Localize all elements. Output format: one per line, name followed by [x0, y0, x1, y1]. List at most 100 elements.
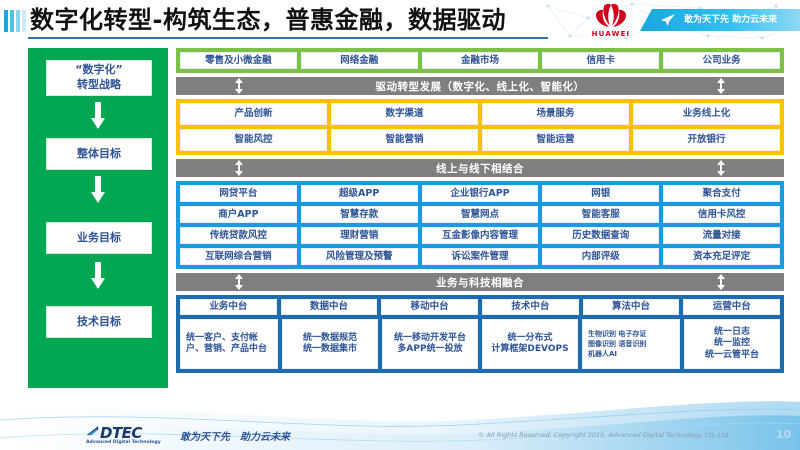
middle-platform-body-cell[interactable]: 统一分布式 计算框架DEVOPS — [482, 319, 578, 369]
business-line-cell[interactable]: 网络金融 — [300, 52, 418, 69]
online-offline-label: 网贷平台 — [219, 187, 258, 199]
transformation-cell[interactable]: 智能运营 — [482, 129, 629, 151]
business-line-label: 网络金融 — [340, 54, 379, 66]
middle-platform-body-label: 统一日志 统一监控 统一云管平台 — [704, 327, 759, 360]
middle-platform-header-cell[interactable]: 数据中台 — [280, 299, 378, 315]
transformation-label: 场景服务 — [536, 108, 575, 120]
transformation-cell[interactable]: 业务线上化 — [633, 103, 780, 125]
online-offline-label: 互联网综合营销 — [205, 250, 272, 262]
business-line-cell[interactable]: 零售及小微金融 — [180, 52, 297, 69]
strategy-box-label-0: “数字化” 转型战略 — [75, 63, 123, 91]
business-line-cell[interactable]: 金融市场 — [421, 52, 539, 69]
middle-platform-body-label: 统一数据规范 统一数据集市 — [302, 332, 357, 354]
transformation-label: 智能风控 — [234, 134, 273, 146]
online-offline-label: 内部评级 — [581, 250, 620, 262]
online-offline-cell[interactable]: 内部评级 — [542, 248, 660, 265]
online-offline-label: 历史数据查询 — [572, 229, 630, 241]
online-offline-label: 风险管理及预警 — [325, 250, 393, 262]
business-lines-row: 零售及小微金融 网络金融 金融市场 信用卡 公司业务 — [180, 52, 780, 69]
dtec-tagline: Advanced Digital Technology — [86, 440, 161, 445]
online-offline-row: 商户APP 智慧存款 智慧网点 智能客服 信用卡风控 — [180, 206, 780, 223]
online-offline-row: 网贷平台 超级APP 企业银行APP 网银 聚合支付 — [180, 185, 780, 202]
online-offline-label: 流量对接 — [702, 229, 741, 241]
business-lines-band: 零售及小微金融 网络金融 金融市场 信用卡 公司业务 — [176, 48, 784, 73]
transformation-row: 产品创新 数字渠道 场景服务 业务线上化 — [180, 103, 780, 125]
transformation-cell[interactable]: 产品创新 — [180, 103, 327, 125]
transformation-label: 智能运营 — [536, 134, 575, 146]
online-offline-cell[interactable]: 资本充足评定 — [663, 248, 780, 265]
online-offline-cell[interactable]: 风险管理及预警 — [300, 248, 418, 265]
online-offline-cell[interactable]: 企业银行APP — [421, 185, 539, 202]
middle-platform-header-cell[interactable]: 移动中台 — [381, 299, 479, 315]
online-offline-row: 互联网综合营销 风险管理及预警 诉讼案件管理 内部评级 资本充足评定 — [180, 248, 780, 265]
strategy-box-label-1: 整体目标 — [77, 146, 121, 160]
middle-platform-body-cell[interactable]: 统一数据规范 统一数据集市 — [282, 319, 378, 369]
slide-footer — [0, 398, 800, 450]
business-line-cell[interactable]: 公司业务 — [663, 52, 780, 69]
online-offline-cell[interactable]: 理财营销 — [300, 227, 418, 244]
divider-label: 线上与线下相结合 — [436, 162, 524, 175]
business-line-label: 信用卡 — [586, 54, 616, 66]
online-offline-label: 商户APP — [218, 208, 259, 220]
online-offline-label: 信用卡风控 — [697, 208, 746, 220]
middle-platform-header-cell[interactable]: 业务中台 — [180, 299, 277, 315]
strategy-box-0[interactable]: “数字化” 转型战略 — [46, 60, 152, 96]
online-offline-cell[interactable]: 智慧网点 — [421, 206, 539, 223]
transformation-label: 业务线上化 — [682, 108, 731, 120]
strategy-box-3[interactable]: 技术目标 — [46, 306, 152, 338]
strategy-box-label-2: 业务目标 — [77, 230, 121, 244]
dtec-wordmark: DTEC — [100, 424, 142, 442]
huawei-flower-icon — [596, 3, 626, 27]
transformation-cell[interactable]: 数字渠道 — [331, 103, 478, 125]
online-offline-cell[interactable]: 超级APP — [300, 185, 418, 202]
online-offline-cell[interactable]: 智慧存款 — [300, 206, 418, 223]
online-offline-cell[interactable]: 互金影像内容管理 — [421, 227, 539, 244]
down-arrow-icon-1 — [90, 176, 106, 204]
divider-business-tech-fusion: 业务与科技相融合 — [176, 273, 784, 291]
online-offline-label: 智能客服 — [581, 208, 620, 220]
strategy-column: “数字化” 转型战略 整体目标 业务目标 技术目标 — [28, 48, 168, 388]
online-offline-cell[interactable]: 信用卡风控 — [663, 206, 780, 223]
transformation-label: 开放银行 — [687, 134, 726, 146]
online-offline-label: 智慧存款 — [340, 208, 379, 220]
business-line-cell[interactable]: 信用卡 — [542, 52, 660, 69]
middle-platform-body-cell[interactable]: 统一移动开发平台 多APP统一投放 — [382, 319, 478, 369]
transformation-cell[interactable]: 开放银行 — [633, 129, 780, 151]
page-title: 数字化转型-构筑生态，普惠金融，数据驱动 — [30, 6, 506, 34]
up-down-arrow-icon — [235, 78, 243, 94]
middle-platform-header-label: 业务中台 — [209, 301, 248, 313]
paper-plane-icon — [661, 14, 675, 26]
transformation-cell[interactable]: 智能风控 — [180, 129, 327, 151]
online-offline-row: 传统贷款风控 理财营销 互金影像内容管理 历史数据查询 流量对接 — [180, 227, 780, 244]
strategy-box-2[interactable]: 业务目标 — [46, 222, 152, 254]
middle-platform-band: 业务中台 数据中台 移动中台 技术中台 算法中台 运营中台 统一客户、支付帐户、… — [176, 295, 784, 373]
middle-platform-body-row: 统一客户、支付帐户、营销、产品中台 统一数据规范 统一数据集市 统一移动开发平台… — [180, 319, 780, 369]
online-offline-cell[interactable]: 网贷平台 — [180, 185, 297, 202]
online-offline-cell[interactable]: 聚合支付 — [663, 185, 780, 202]
online-offline-cell[interactable]: 历史数据查询 — [542, 227, 660, 244]
dtec-mark-icon — [86, 426, 99, 436]
online-offline-label: 理财营销 — [340, 229, 379, 241]
online-offline-cell[interactable]: 网银 — [542, 185, 660, 202]
online-offline-cell[interactable]: 商户APP — [180, 206, 297, 223]
transformation-label: 产品创新 — [234, 108, 273, 120]
middle-platform-body-cell[interactable]: 生物识别 电子存证 图像识别 语音识别 机器人AI — [582, 319, 680, 369]
transformation-cell[interactable]: 智能营销 — [331, 129, 478, 151]
online-offline-cell[interactable]: 诉讼案件管理 — [421, 248, 539, 265]
transformation-label: 数字渠道 — [385, 108, 424, 120]
middle-platform-header-row: 业务中台 数据中台 移动中台 技术中台 算法中台 运营中台 — [180, 299, 781, 315]
middle-platform-body-cell[interactable]: 统一日志 统一监控 统一云管平台 — [684, 319, 780, 369]
transformation-cell[interactable]: 场景服务 — [482, 103, 629, 125]
middle-platform-header-cell[interactable]: 技术中台 — [482, 299, 579, 315]
strategy-box-1[interactable]: 整体目标 — [46, 138, 152, 170]
middle-platform-body-cell[interactable]: 统一客户、支付帐户、营销、产品中台 — [180, 319, 278, 369]
online-offline-cell[interactable]: 流量对接 — [663, 227, 780, 244]
online-offline-cell[interactable]: 智能客服 — [542, 206, 660, 223]
strategy-box-label-3: 技术目标 — [77, 314, 121, 328]
middle-platform-header-cell[interactable]: 算法中台 — [582, 299, 680, 315]
slogan-banner-shape — [640, 9, 800, 31]
middle-platform-header-cell[interactable]: 运营中台 — [683, 299, 781, 315]
online-offline-cell[interactable]: 互联网综合营销 — [180, 248, 297, 265]
online-offline-cell[interactable]: 传统贷款风控 — [180, 227, 297, 244]
